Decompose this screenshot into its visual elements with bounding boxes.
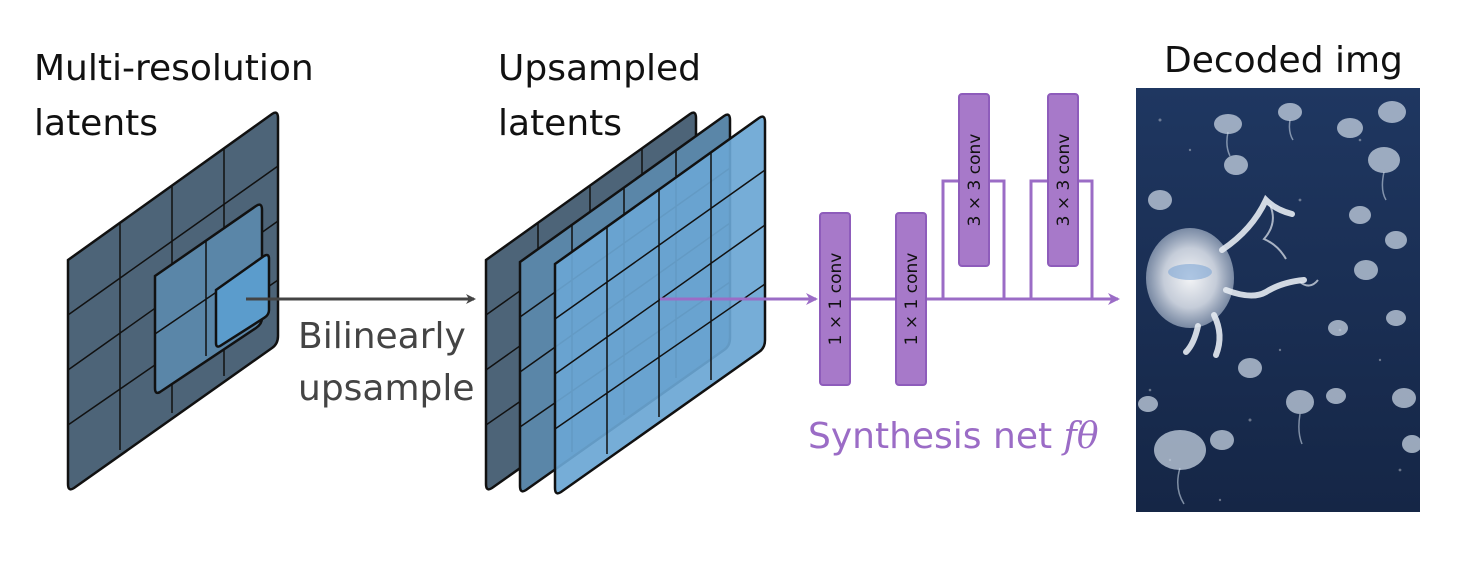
decoded-image	[1136, 88, 1420, 512]
synthesis-net-label: Synthesis net fθ	[808, 412, 1099, 462]
conv-block-4	[1047, 93, 1079, 267]
conv-block-2	[895, 212, 927, 386]
bilinear-label-line2: upsample	[298, 368, 475, 409]
decoded-title: Decoded img	[1164, 40, 1403, 81]
latents-title-line1: Multi-resolution	[34, 48, 314, 89]
multi-resolution-latents	[66, 111, 280, 491]
conv-block-4-label: 3 × 3 conv	[1054, 134, 1074, 227]
synthesis-net-symbol: fθ	[1063, 416, 1099, 457]
upsampled-title-line2: latents	[498, 103, 623, 144]
conv-block-1-label: 1 × 1 conv	[826, 253, 846, 346]
conv-block-3-label: 3 × 3 conv	[965, 134, 985, 227]
conv-block-3	[958, 93, 990, 267]
conv-blocks: 1 × 1 conv 1 × 1 conv 3 × 3 conv 3 × 3 c…	[819, 93, 1079, 386]
synthesis-network	[660, 179, 1120, 305]
conv-block-2-label: 1 × 1 conv	[902, 253, 922, 346]
bilinear-label-line1: Bilinearly	[298, 316, 466, 357]
upsampled-title-line1: Upsampled	[498, 48, 701, 89]
upsampled-latents	[484, 111, 767, 495]
synthesis-net-text: Synthesis net	[808, 416, 1064, 457]
latents-title-line2: latents	[34, 103, 159, 144]
conv-block-1	[819, 212, 851, 386]
